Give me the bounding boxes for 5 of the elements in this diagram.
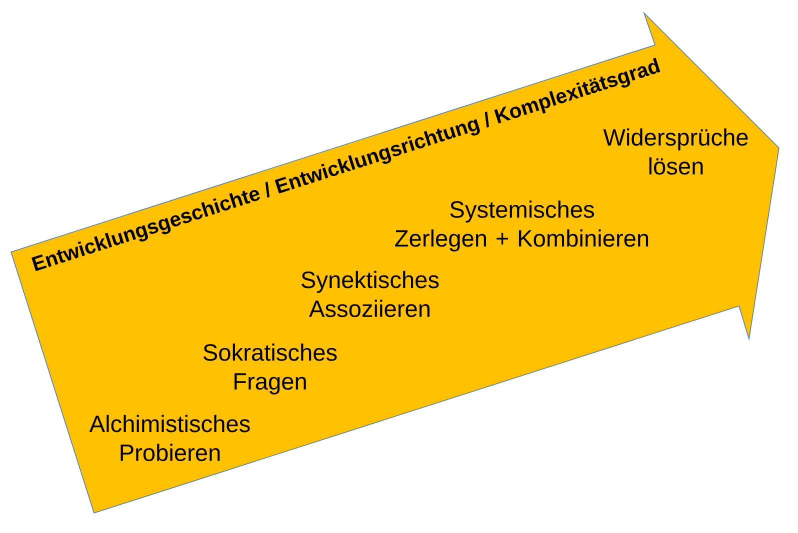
stage-label: Alchimistisches Probieren (89, 414, 250, 462)
stage-label: Synektisches Assoziieren (302, 270, 439, 318)
stage-label: Systemisches Zerlegen + Kombinieren (395, 200, 648, 252)
stage-label: Sokratisches Fragen (204, 344, 337, 394)
stage-label: Widersprüche lösen (603, 128, 748, 175)
